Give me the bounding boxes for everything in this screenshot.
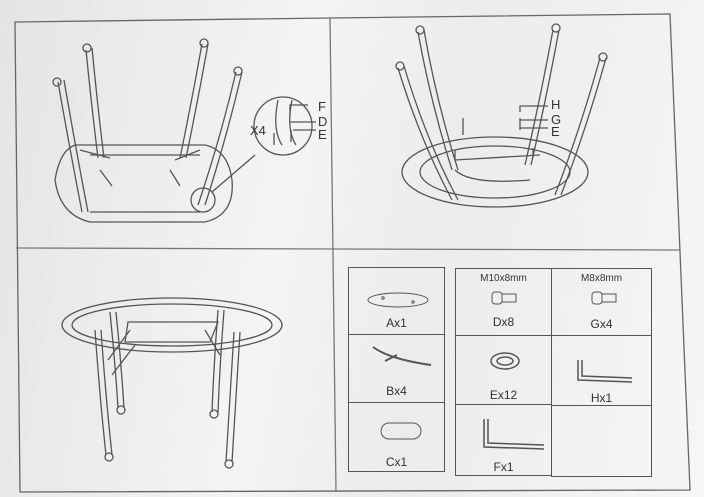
part-g: M8x8mm Gx4: [551, 268, 652, 336]
step2-diagram: [395, 23, 608, 208]
bolt-icon: [591, 291, 617, 305]
callout-g: G: [551, 112, 562, 127]
part-c: Cx1: [348, 402, 445, 472]
callout-h: H: [551, 97, 561, 112]
bolt-icon: [491, 291, 517, 305]
part-a: Ax1: [348, 267, 445, 335]
glass-top-icon: [367, 292, 429, 308]
callout-f: F: [318, 99, 326, 114]
part-label: Fx1: [493, 460, 514, 474]
part-d: M10x8mm Dx8: [455, 268, 552, 336]
part-h: Hx1: [551, 335, 652, 406]
leg-icon: [372, 346, 432, 366]
part-label: Ax1: [386, 316, 407, 330]
part-label: Ex12: [489, 388, 518, 402]
part-label: Gx4: [590, 317, 613, 331]
callout-e: E: [318, 127, 327, 142]
allen-key-icon: [577, 360, 633, 383]
multiplier-label: X4: [250, 123, 266, 138]
allen-key-icon: [483, 419, 545, 450]
step1-diagram: [52, 38, 316, 223]
part-label: Cx1: [385, 455, 408, 469]
part-spec: M10x8mm: [480, 273, 527, 284]
empty-cell: [551, 405, 652, 477]
part-e: Ex12: [455, 335, 552, 405]
part-label: Hx1: [590, 391, 613, 405]
part-label: Dx8: [492, 315, 515, 329]
plate-icon: [380, 422, 422, 440]
step3-diagram: [61, 297, 283, 469]
callout-e2: E: [551, 124, 560, 139]
part-spec: M8x8mm: [580, 273, 623, 284]
part-label: Bx4: [386, 384, 407, 398]
part-f: Fx1: [455, 404, 552, 476]
washer-icon: [490, 352, 520, 370]
callout-d: D: [318, 114, 328, 129]
part-b: Bx4: [348, 334, 445, 403]
